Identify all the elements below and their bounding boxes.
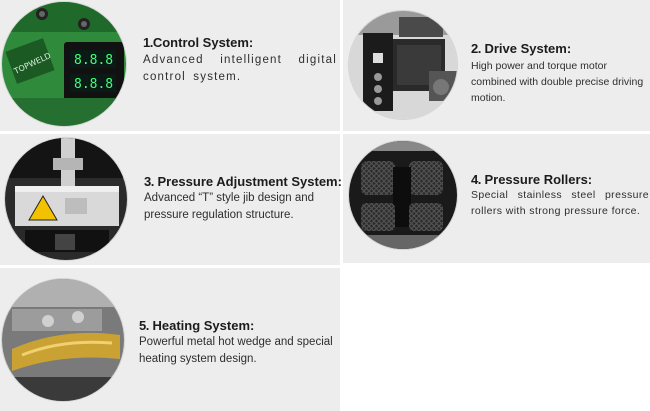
drive-system-image <box>349 11 457 119</box>
divider <box>0 131 340 134</box>
feature-title: 4. Pressure Rollers: <box>471 172 593 187</box>
heating-system-image <box>2 279 124 401</box>
feature-title: 2. Drive System: <box>471 41 572 56</box>
pressure-rollers-image <box>349 141 457 249</box>
divider <box>0 265 340 268</box>
display-bottom: 8.8.8 <box>74 77 113 92</box>
feature-description: High power and torque motor combined wit… <box>471 60 644 104</box>
feature-description: Advanced “T” style jib design and pressu… <box>144 192 315 221</box>
feature-title: 5. Heating System: <box>139 318 255 333</box>
divider <box>343 131 650 134</box>
feature-description: Special stainless steel pressure rollers… <box>471 189 649 217</box>
feature-description: Powerful metal hot wedge and special hea… <box>139 336 333 365</box>
display-top: 8.8.8 <box>74 53 113 68</box>
control-panel-image: TOPWELD 8.8.8 8.8.8 <box>2 2 126 126</box>
feature-title: 1.Control System: <box>143 35 254 50</box>
feature-description: Advanced intelligent digital control sys… <box>143 54 337 83</box>
feature-title: 3. Pressure Adjustment System: <box>144 174 342 189</box>
pressure-adjustment-image <box>5 138 127 260</box>
